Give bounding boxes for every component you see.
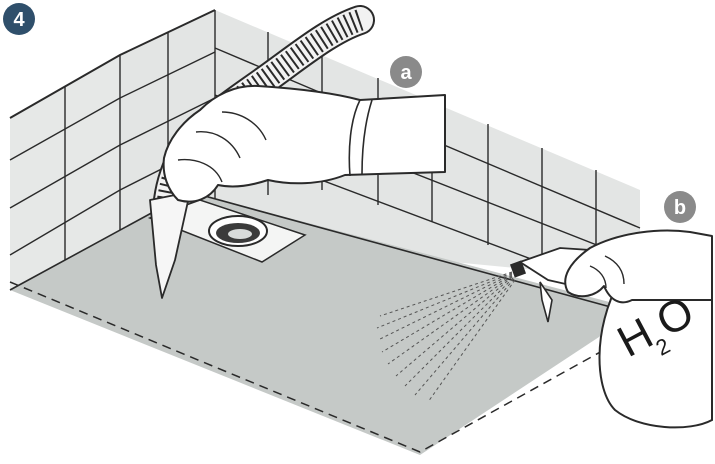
label-a-text: a xyxy=(400,62,412,84)
step-number: 4 xyxy=(13,9,25,31)
step-badge: 4 xyxy=(3,3,35,35)
label-badge-a: a xyxy=(390,56,422,88)
label-badge-b: b xyxy=(664,191,696,223)
label-b-text: b xyxy=(674,197,686,219)
